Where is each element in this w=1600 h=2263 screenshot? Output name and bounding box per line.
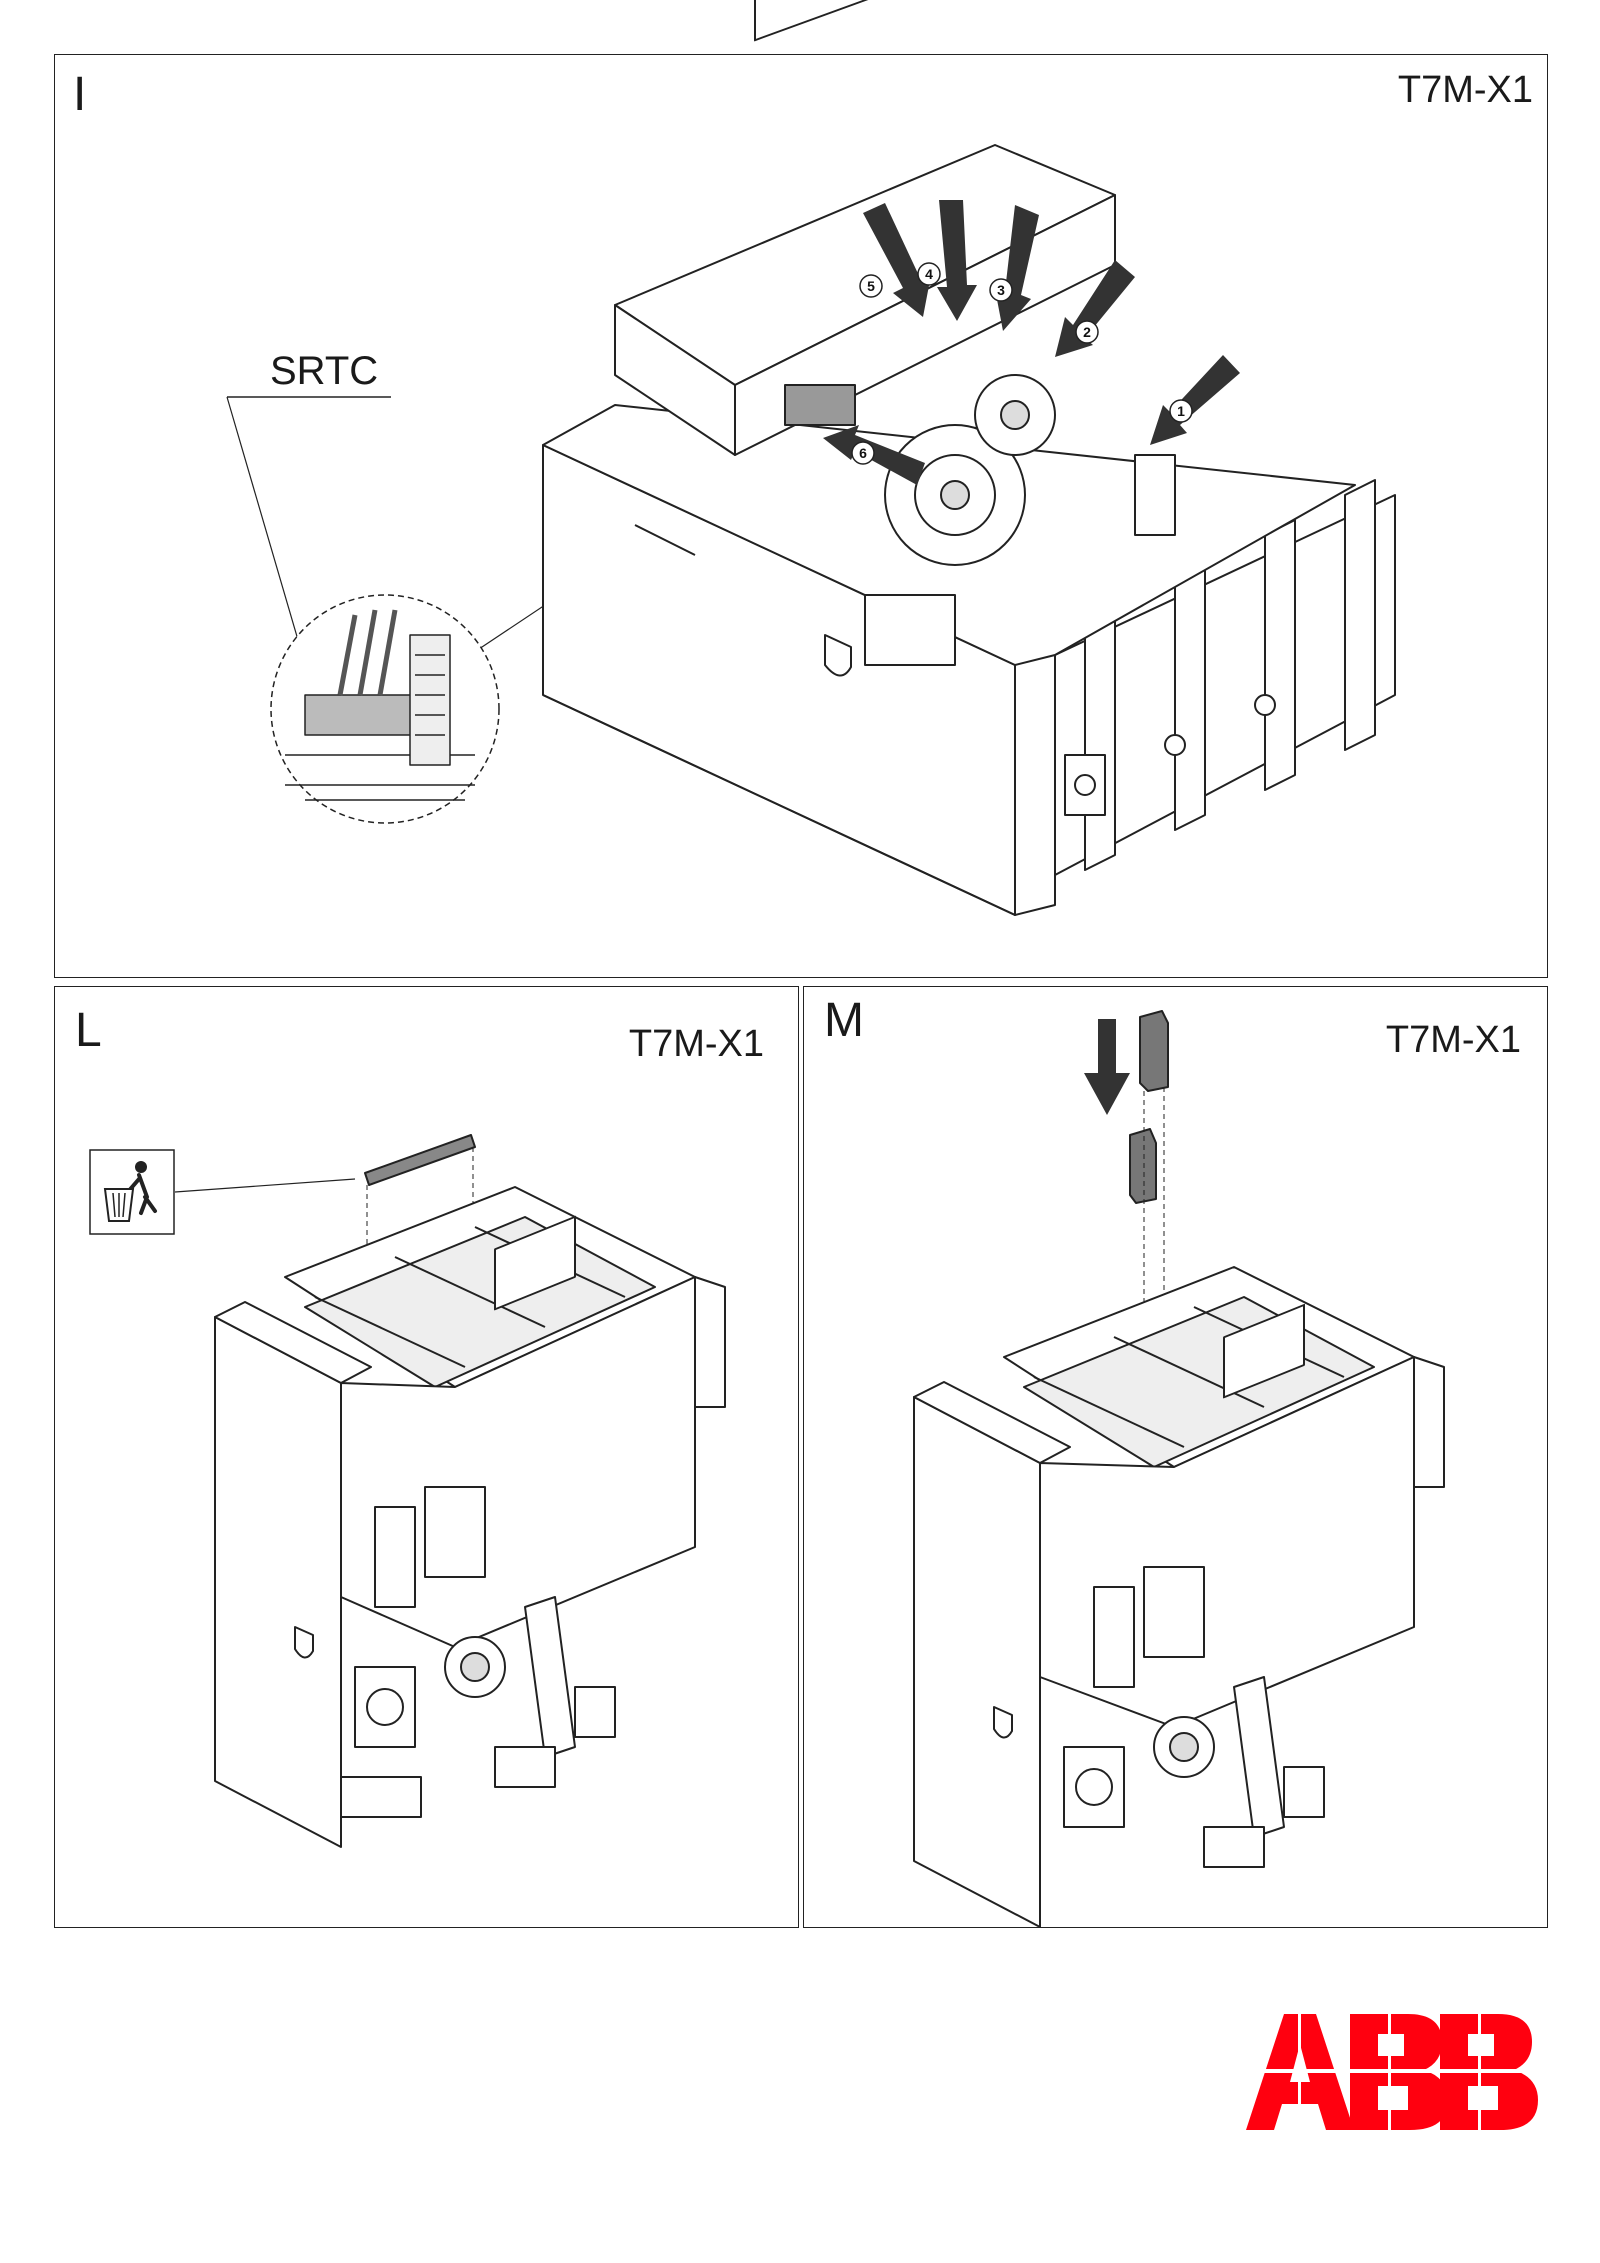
abb-logo	[1246, 2014, 1546, 2130]
panel-letter: I	[73, 68, 87, 121]
panel-l: L T7M-X1	[54, 986, 799, 1928]
insert-arrow-icon	[1084, 1019, 1130, 1115]
step-marker-3: 3	[997, 282, 1005, 298]
breaker-front-drawing-l	[174, 1134, 726, 1848]
step-marker-1: 1	[1177, 403, 1185, 419]
srtc-callout-label: SRTC	[270, 349, 379, 393]
step-marker-5: 5	[867, 278, 875, 294]
step-arrows	[823, 200, 1240, 485]
panel-model-label: T7M-X1	[1385, 1019, 1521, 1061]
panel-model-label: T7M-X1	[628, 1023, 764, 1065]
step-marker-4: 4	[925, 266, 933, 282]
panel-model-label: T7M-X1	[1397, 69, 1533, 111]
trash-bin-icon	[89, 1149, 175, 1235]
breaker-isometric-drawing: 5 4 3 2 1 6	[226, 0, 1396, 916]
breaker-front-drawing-m	[913, 1010, 1445, 1928]
step-marker-6: 6	[859, 445, 867, 461]
panel-m: M T7M-X1	[803, 986, 1548, 1928]
panel-letter: M	[824, 994, 864, 1047]
panel-letter: L	[75, 1004, 102, 1057]
step-marker-2: 2	[1083, 324, 1091, 340]
panel-i: I T7M-X1 SRTC	[54, 0, 1548, 978]
